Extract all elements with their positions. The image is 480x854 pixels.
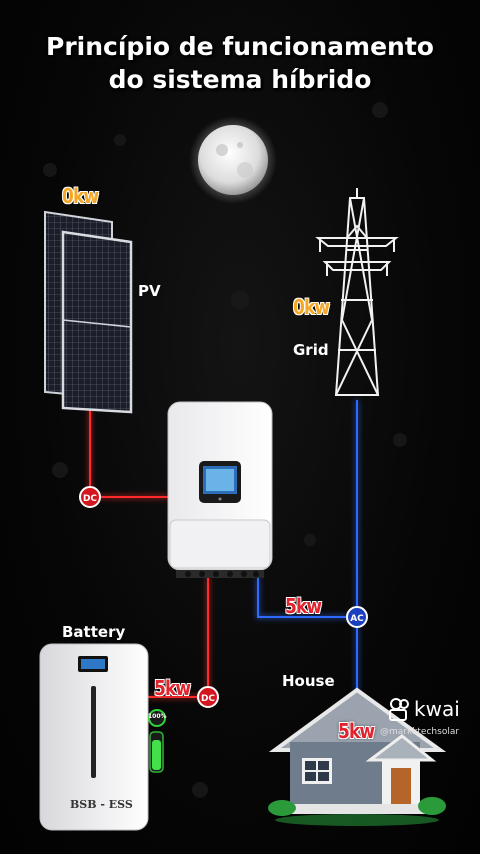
house-label: House [282,672,335,690]
house-power-value: 5kw [338,719,375,743]
battery-charge-indicator [148,709,166,773]
battery-power-value: 5kw [154,676,191,700]
moon [189,116,277,204]
title-line-2: do sistema híbrido [108,65,372,94]
transmission-tower [315,188,399,396]
house [268,687,447,826]
hybrid-inverter [167,401,273,578]
solar-panels [44,210,133,414]
pv-dc-badge: DC [79,486,101,508]
page-title: Princípio de funcionamento do sistema hí… [0,30,480,96]
grid-power-value: 0kw [293,295,330,319]
kwai-logo-icon [389,698,409,721]
title-line-1: Princípio de funcionamento [46,32,434,61]
pv-label: PV [138,282,161,300]
watermark-brand: kwai [414,697,460,721]
battery-unit [39,643,149,831]
ac-wires [257,400,358,695]
battery-soc: 100% [148,713,167,720]
battery-dc-badge: DC [197,686,219,708]
background-decor [43,102,407,798]
battery-brand: BSB - ESS [70,798,133,811]
grid-label: Grid [293,341,329,359]
pv-power-value: 0kw [62,184,99,208]
ac-badge: AC [346,606,368,628]
inverter-ac-power-value: 5kw [285,594,322,618]
watermark-handle: @markktechsolar [380,727,460,737]
battery-label: Battery [62,623,126,641]
